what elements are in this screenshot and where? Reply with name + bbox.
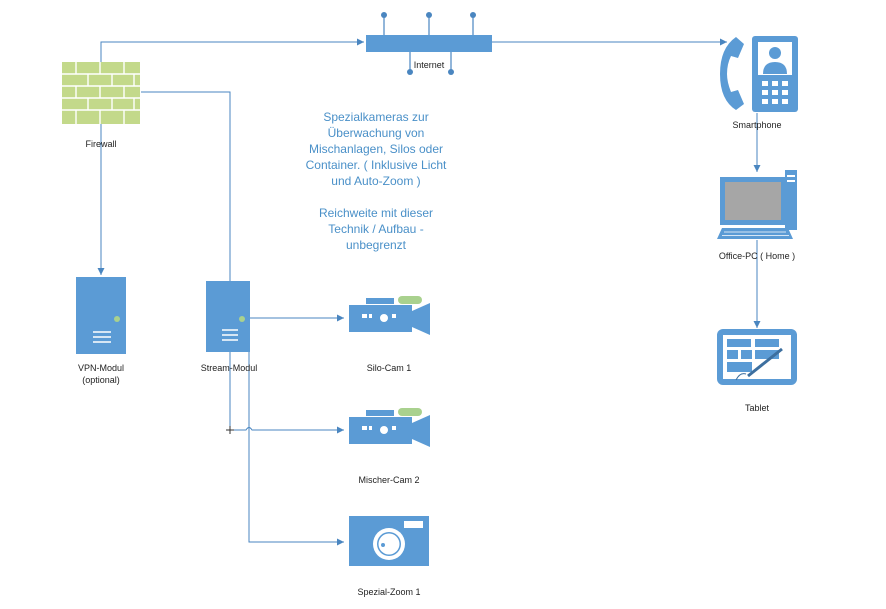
office-pc-node[interactable]: Office-PC ( Home )	[717, 170, 797, 261]
note-line: Mischanlagen, Silos oder	[309, 142, 443, 156]
smartphone-label: Smartphone	[732, 120, 781, 130]
silo-cam-node[interactable]: Silo-Cam 1	[349, 296, 430, 373]
note-line: Container. ( Inklusive Licht	[306, 158, 447, 172]
spezial-zoom-node[interactable]: Spezial-Zoom 1	[349, 516, 429, 597]
vpn-module-node[interactable]: VPN-Modul (optional)	[76, 277, 126, 385]
connector-firewall-stream	[141, 91, 234, 315]
camera-icon	[349, 516, 429, 566]
mischer-cam-label: Mischer-Cam 2	[358, 475, 419, 485]
tablet-label: Tablet	[745, 403, 770, 413]
desktop-pc-icon	[717, 170, 797, 239]
server-icon	[206, 281, 250, 352]
firewall-icon	[62, 62, 140, 124]
mischer-cam-node[interactable]: Mischer-Cam 2	[349, 408, 430, 485]
tablet-icon	[717, 329, 797, 385]
vpn-module-label: VPN-Modul	[78, 363, 124, 373]
internet-bus-icon	[366, 12, 492, 75]
tablet-node[interactable]: Tablet	[717, 329, 797, 413]
note-line: Überwachung von	[328, 126, 425, 140]
office-pc-label: Office-PC ( Home )	[719, 251, 795, 261]
smartphone-node[interactable]: Smartphone	[720, 36, 798, 130]
connectors	[97, 38, 761, 546]
description-note: Spezialkameras zur Überwachung von Misch…	[306, 110, 447, 252]
note-line: Spezialkameras zur	[323, 110, 428, 124]
note-line: unbegrenzt	[346, 238, 407, 252]
server-icon	[76, 277, 126, 354]
connector-stream-spezialzoom	[248, 352, 344, 546]
note-line: Reichweite mit dieser	[319, 206, 433, 220]
video-camera-icon	[349, 408, 430, 447]
note-line: und Auto-Zoom )	[331, 174, 420, 188]
note-line: Technik / Aufbau -	[328, 222, 423, 236]
firewall-label: Firewall	[85, 139, 116, 149]
internet-label: Internet	[414, 60, 445, 70]
firewall-node[interactable]: Firewall	[62, 62, 140, 149]
silo-cam-label: Silo-Cam 1	[367, 363, 412, 373]
smartphone-icon	[720, 36, 798, 112]
internet-node[interactable]: Internet	[366, 12, 492, 75]
connector-firewall-internet	[100, 38, 364, 62]
spezial-zoom-label: Spezial-Zoom 1	[357, 587, 420, 597]
stream-module-node[interactable]: Stream-Modul	[201, 281, 258, 373]
stream-module-label: Stream-Modul	[201, 363, 258, 373]
vpn-module-sublabel: (optional)	[82, 375, 120, 385]
video-camera-icon	[349, 296, 430, 335]
